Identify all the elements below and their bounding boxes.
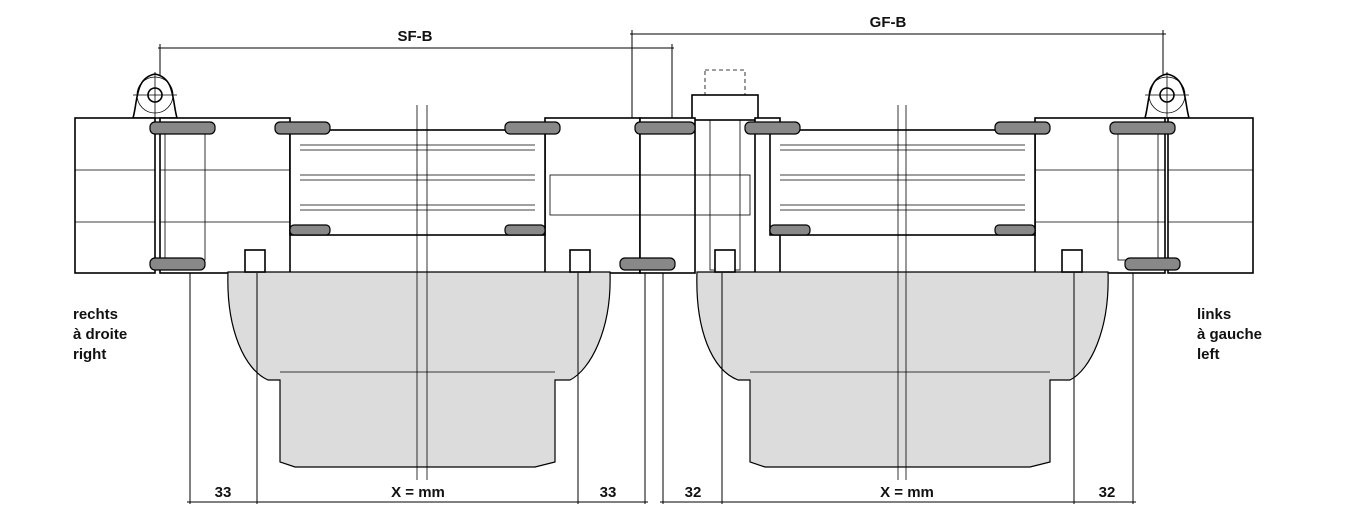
hinge-right [1143,72,1191,119]
gf-b-label: GF-B [870,14,907,31]
right-x-dimension: X = mm [880,484,934,501]
label-a-gauche: à gauche [1197,326,1262,343]
left-x-dimension: X = mm [391,484,445,501]
side-label-right: links à gauche left [1197,306,1262,363]
lock-cylinder [691,69,759,271]
bottom-dimension-left: 33 X = mm 33 [187,273,648,504]
center-line-left [416,105,428,480]
gaskets [149,121,1181,271]
left-offset-1: 33 [215,484,232,501]
frame-profile-left [74,117,291,274]
label-right: right [73,346,106,363]
frame-profile-right [1034,117,1254,274]
label-left: left [1197,346,1220,363]
door-operator-right [696,249,1109,468]
hinge-left [131,72,179,119]
glass-right [769,129,1036,236]
label-links: links [1197,306,1231,323]
side-label-left: rechts à droite right [73,306,127,363]
center-line-right [897,105,907,480]
sf-b-label: SF-B [398,28,433,45]
glass-left [289,129,546,236]
sf-b-dimension: SF-B [158,28,674,118]
gf-b-dimension: GF-B [630,14,1166,118]
bottom-dimension-right: 32 X = mm 32 [660,273,1136,504]
door-operator-left [227,249,611,468]
right-offset-1: 32 [685,484,702,501]
right-offset-2: 32 [1099,484,1116,501]
label-a-droite: à droite [73,326,127,343]
label-rechts: rechts [73,306,118,323]
left-offset-2: 33 [600,484,617,501]
